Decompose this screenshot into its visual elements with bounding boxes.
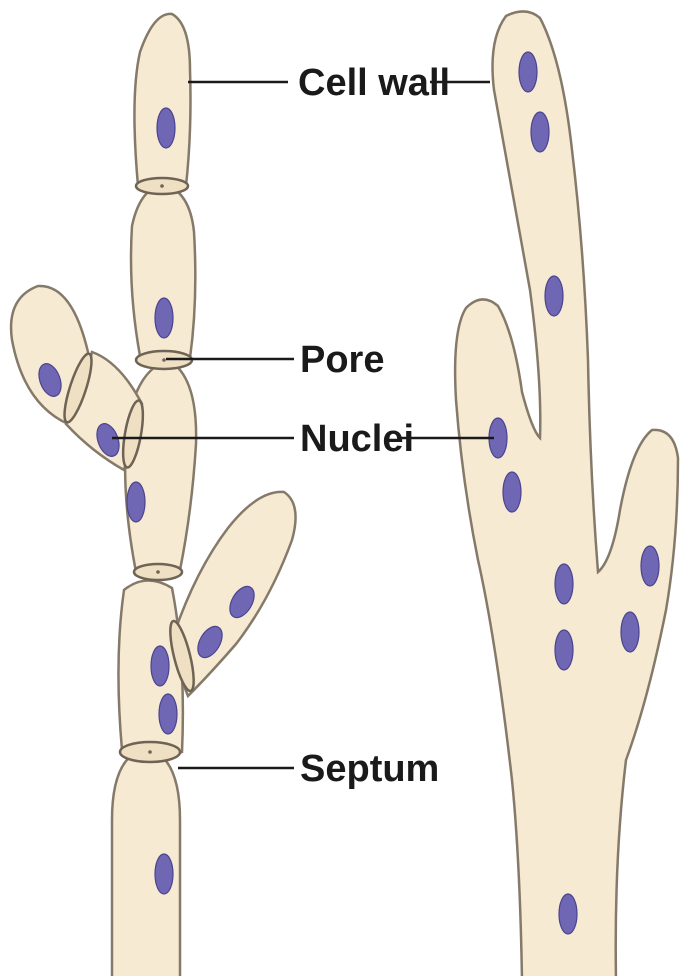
- nucleus-icon: [641, 546, 659, 586]
- nucleus-icon: [621, 612, 639, 652]
- label-cell-wall: Cell wall: [298, 62, 450, 104]
- nucleus-icon: [519, 52, 537, 92]
- nucleus-icon: [155, 854, 173, 894]
- label-nuclei: Nuclei: [300, 418, 414, 460]
- nucleus-icon: [531, 112, 549, 152]
- label-pore: Pore: [300, 339, 384, 381]
- label-septum: Septum: [300, 748, 439, 790]
- nucleus-icon: [503, 472, 521, 512]
- nucleus-icon: [559, 894, 577, 934]
- nucleus-icon: [157, 108, 175, 148]
- coenocytic-hypha: [455, 11, 678, 976]
- nucleus-icon: [159, 694, 177, 734]
- nucleus-icon: [151, 646, 169, 686]
- pore-dot: [162, 358, 166, 362]
- pore-dot: [148, 750, 152, 754]
- nucleus-icon: [555, 564, 573, 604]
- pore-dot: [156, 570, 160, 574]
- segment-1-tip: [134, 14, 190, 192]
- pore-dot: [160, 184, 164, 188]
- nucleus-icon: [127, 482, 145, 522]
- nucleus-icon: [555, 630, 573, 670]
- nucleus-icon: [155, 298, 173, 338]
- septate-hypha: [11, 14, 296, 976]
- coenocytic-body: [455, 11, 678, 976]
- nucleus-icon: [545, 276, 563, 316]
